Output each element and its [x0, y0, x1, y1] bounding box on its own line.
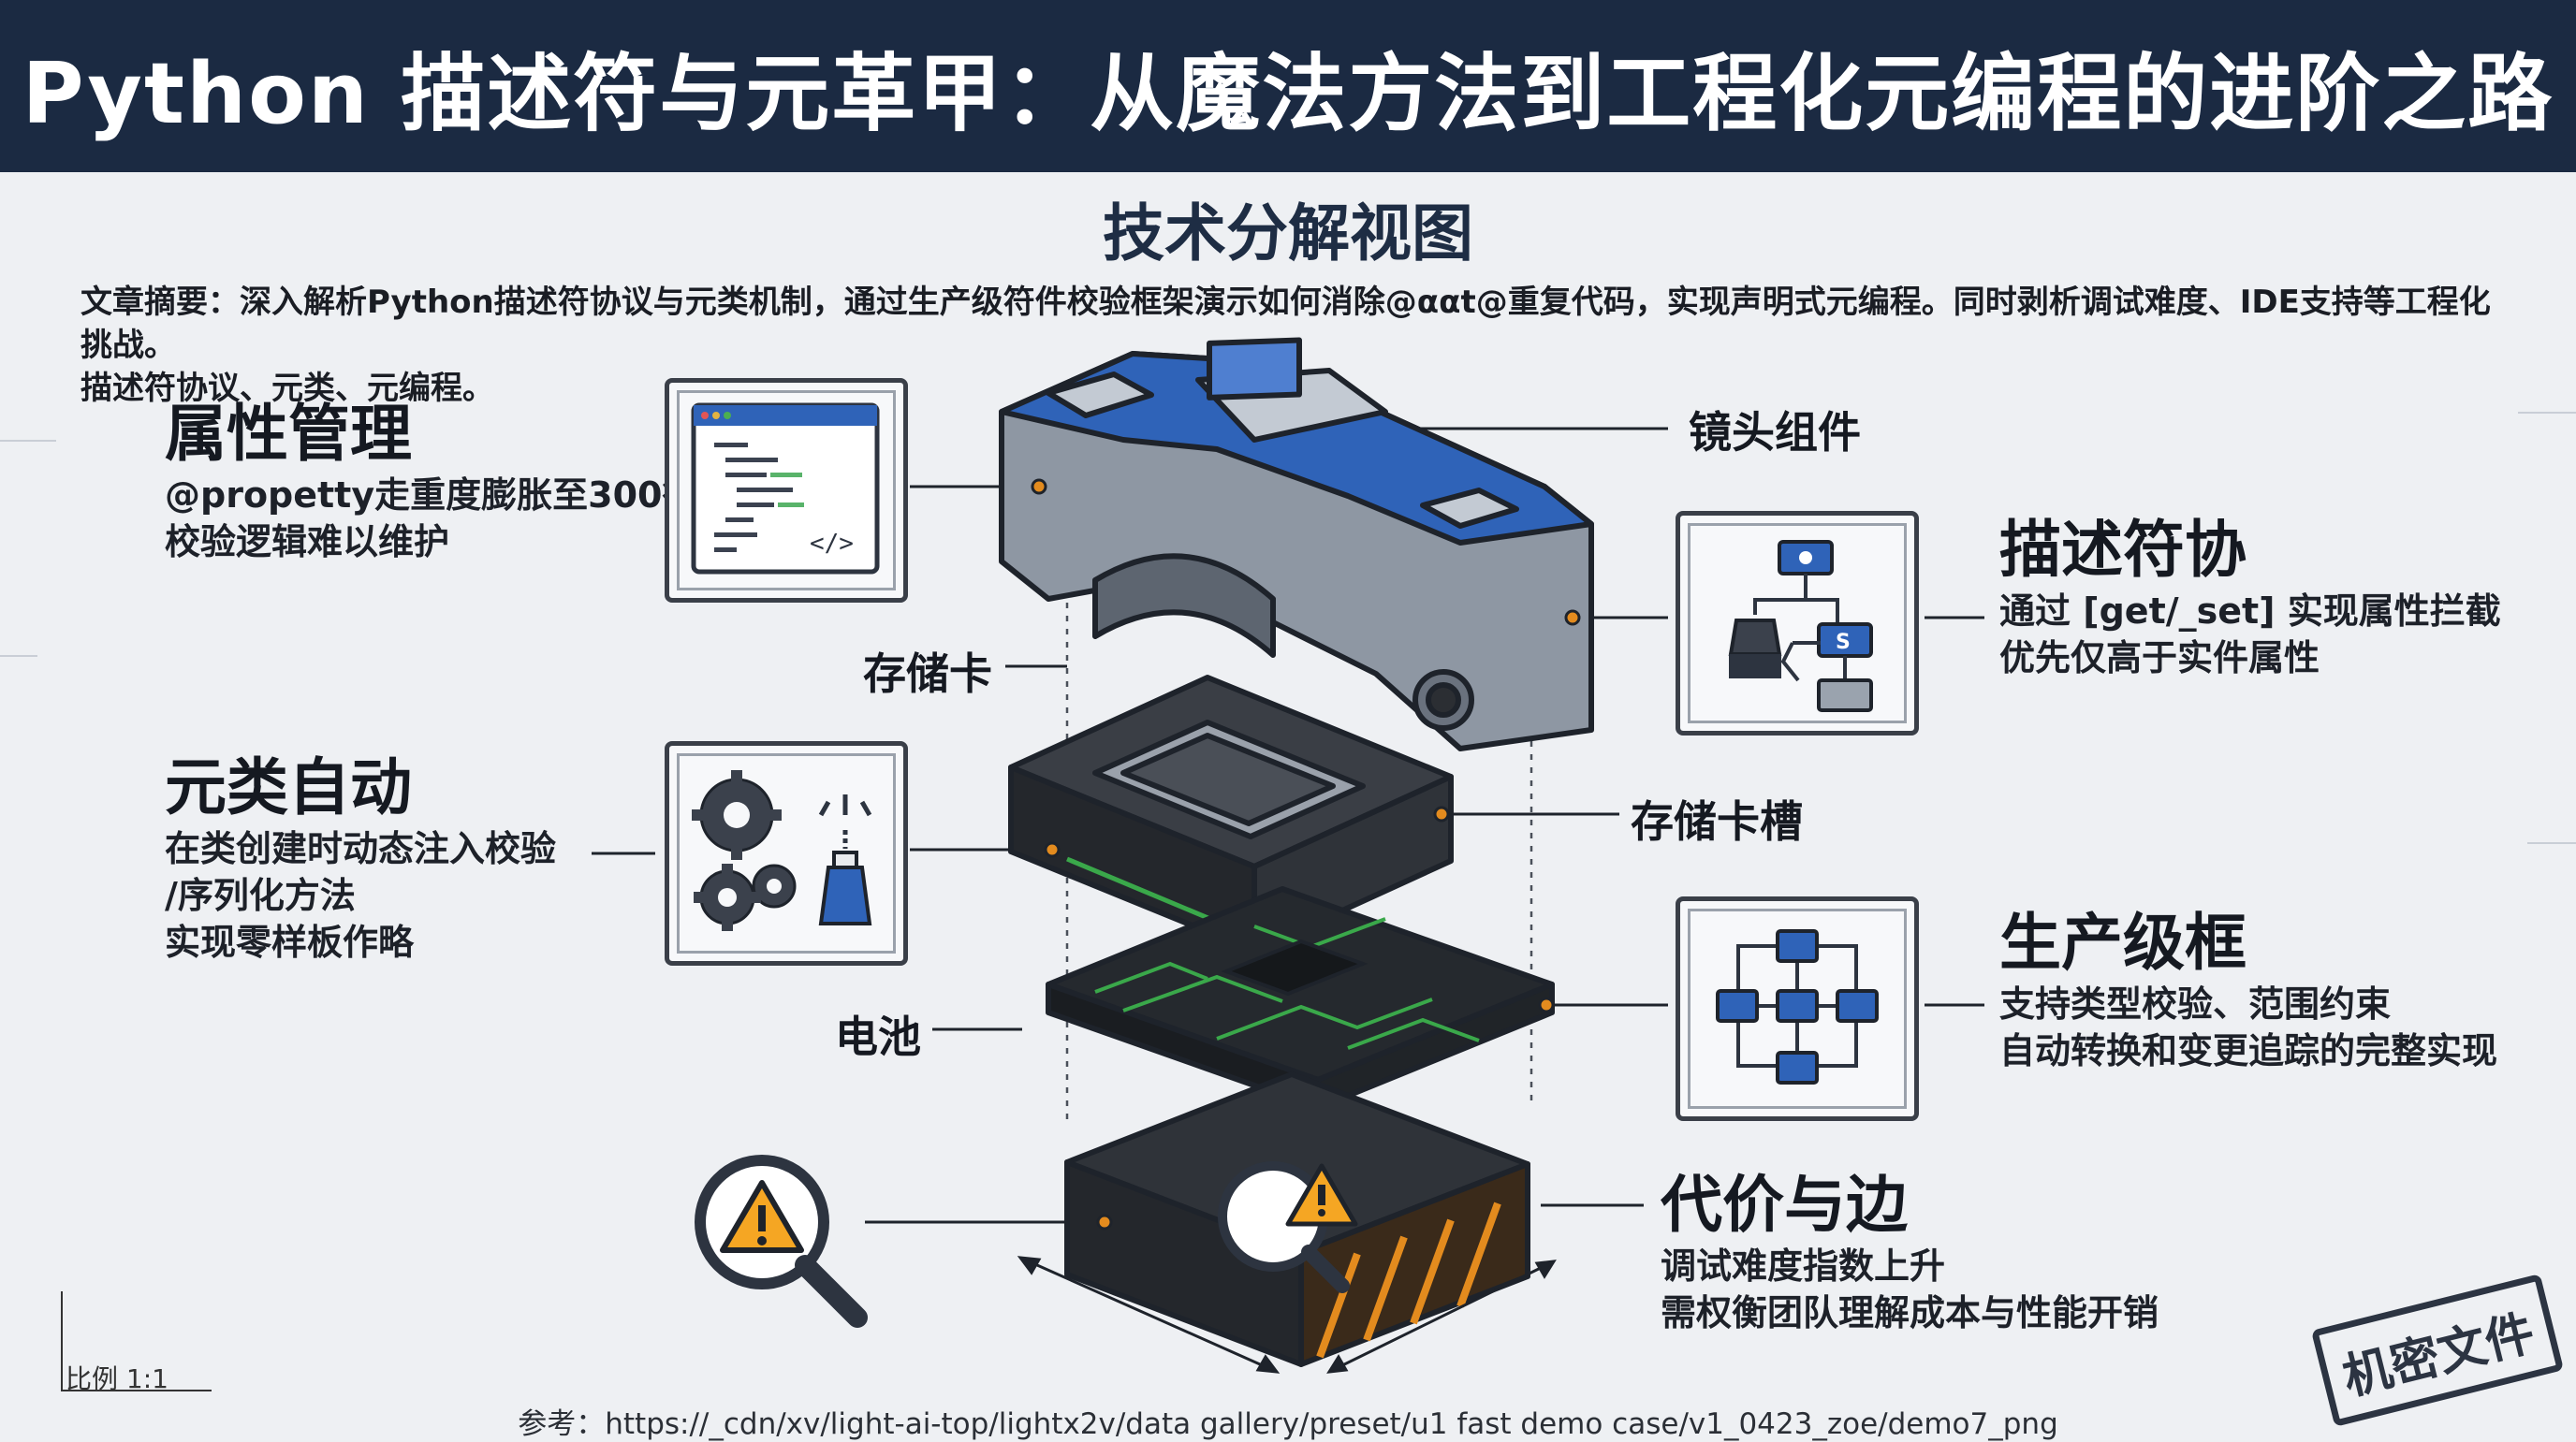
label-desc-line: 优先仅高于实件属性	[1999, 637, 2320, 678]
abstract-line-1: 文章摘要：深入解析Python描述符协议与元类机制，通过生产级符件校验框架演示如…	[80, 284, 2491, 364]
callout-memory-card: 存储卡	[863, 648, 992, 699]
label-heading: 描述符协	[1999, 514, 2247, 586]
callout-card-slot: 存储卡槽	[1631, 796, 1803, 847]
callout-battery: 电池	[835, 1012, 921, 1062]
network-diagram-icon	[1676, 896, 1919, 1121]
code-editor-icon: </>	[665, 378, 908, 603]
battery-block	[1064, 1071, 1530, 1367]
bg-line	[0, 440, 56, 442]
label-property-management: 属性管理 @propetty走重度膨胀至300行 校验逻辑难以维护	[165, 397, 697, 565]
page-title: Python 描述符与元革甲：从魔法方法到工程化元编程的进阶之路	[22, 45, 2554, 143]
warning-magnifier-icon	[695, 1155, 868, 1328]
label-desc-line: 支持类型校验、范围约束	[1999, 983, 2392, 1025]
gears-icon	[665, 741, 908, 966]
flowchart-icon: S	[1676, 511, 1919, 736]
label-desc-line: @propetty走重度膨胀至300行	[165, 474, 698, 516]
abstract-line-2: 描述符协议、元类、元编程。	[80, 370, 494, 407]
label-production-framework: 生产级框 支持类型校验、范围约束 自动转换和变更追踪的完整实现	[1999, 906, 2497, 1074]
title-bar: Python 描述符与元革甲：从魔法方法到工程化元编程的进阶之路	[0, 0, 2576, 172]
svg-text:</>: </>	[810, 530, 854, 558]
reference-url: 参考：https://_cdn/xv/light-ai-top/lightx2v…	[518, 1407, 2058, 1441]
label-heading: 属性管理	[165, 398, 412, 470]
callout-lens-assembly: 镜头组件	[1689, 407, 1861, 458]
abstract: 文章摘要：深入解析Python描述符协议与元类机制，通过生产级符件校验框架演示如…	[80, 281, 2514, 410]
lens-assembly	[999, 337, 1594, 751]
svg-text:S: S	[1836, 631, 1851, 654]
scale-label: 比例 1:1	[66, 1363, 168, 1394]
label-descriptor-protocol: 描述符协 通过 [get/_set] 实现属性拦截 优先仅高于实件属性	[1999, 513, 2501, 681]
label-desc-line: 需权衡团队理解成本与性能开销	[1661, 1292, 2159, 1333]
diagram-subtitle: 技术分解视图	[1103, 197, 1473, 269]
label-cost-boundary: 代价与边 调试难度指数上升 需权衡团队理解成本与性能开销	[1661, 1168, 2159, 1336]
label-desc-line: 自动转换和变更追踪的完整实现	[1999, 1030, 2498, 1071]
label-desc-line: 实现零样板作略	[165, 922, 415, 963]
label-desc-line: 通过 [get/_set] 实现属性拦截	[1999, 590, 2501, 632]
bg-line	[2518, 412, 2576, 414]
label-metaclass-auto: 元类自动 在类创建时动态注入校验 /序列化方法 实现零样板作略	[165, 750, 556, 966]
label-desc-line: 在类创建时动态注入校验	[165, 828, 557, 869]
label-desc-line: 校验逻辑难以维护	[165, 521, 450, 562]
label-heading: 代价与边	[1661, 1169, 1908, 1241]
label-desc-line: /序列化方法	[165, 875, 356, 916]
label-heading: 元类自动	[165, 751, 412, 823]
bg-line	[0, 655, 37, 657]
label-heading: 生产级框	[1999, 907, 2247, 979]
bg-line	[2527, 842, 2576, 844]
label-desc-line: 调试难度指数上升	[1661, 1245, 1946, 1287]
